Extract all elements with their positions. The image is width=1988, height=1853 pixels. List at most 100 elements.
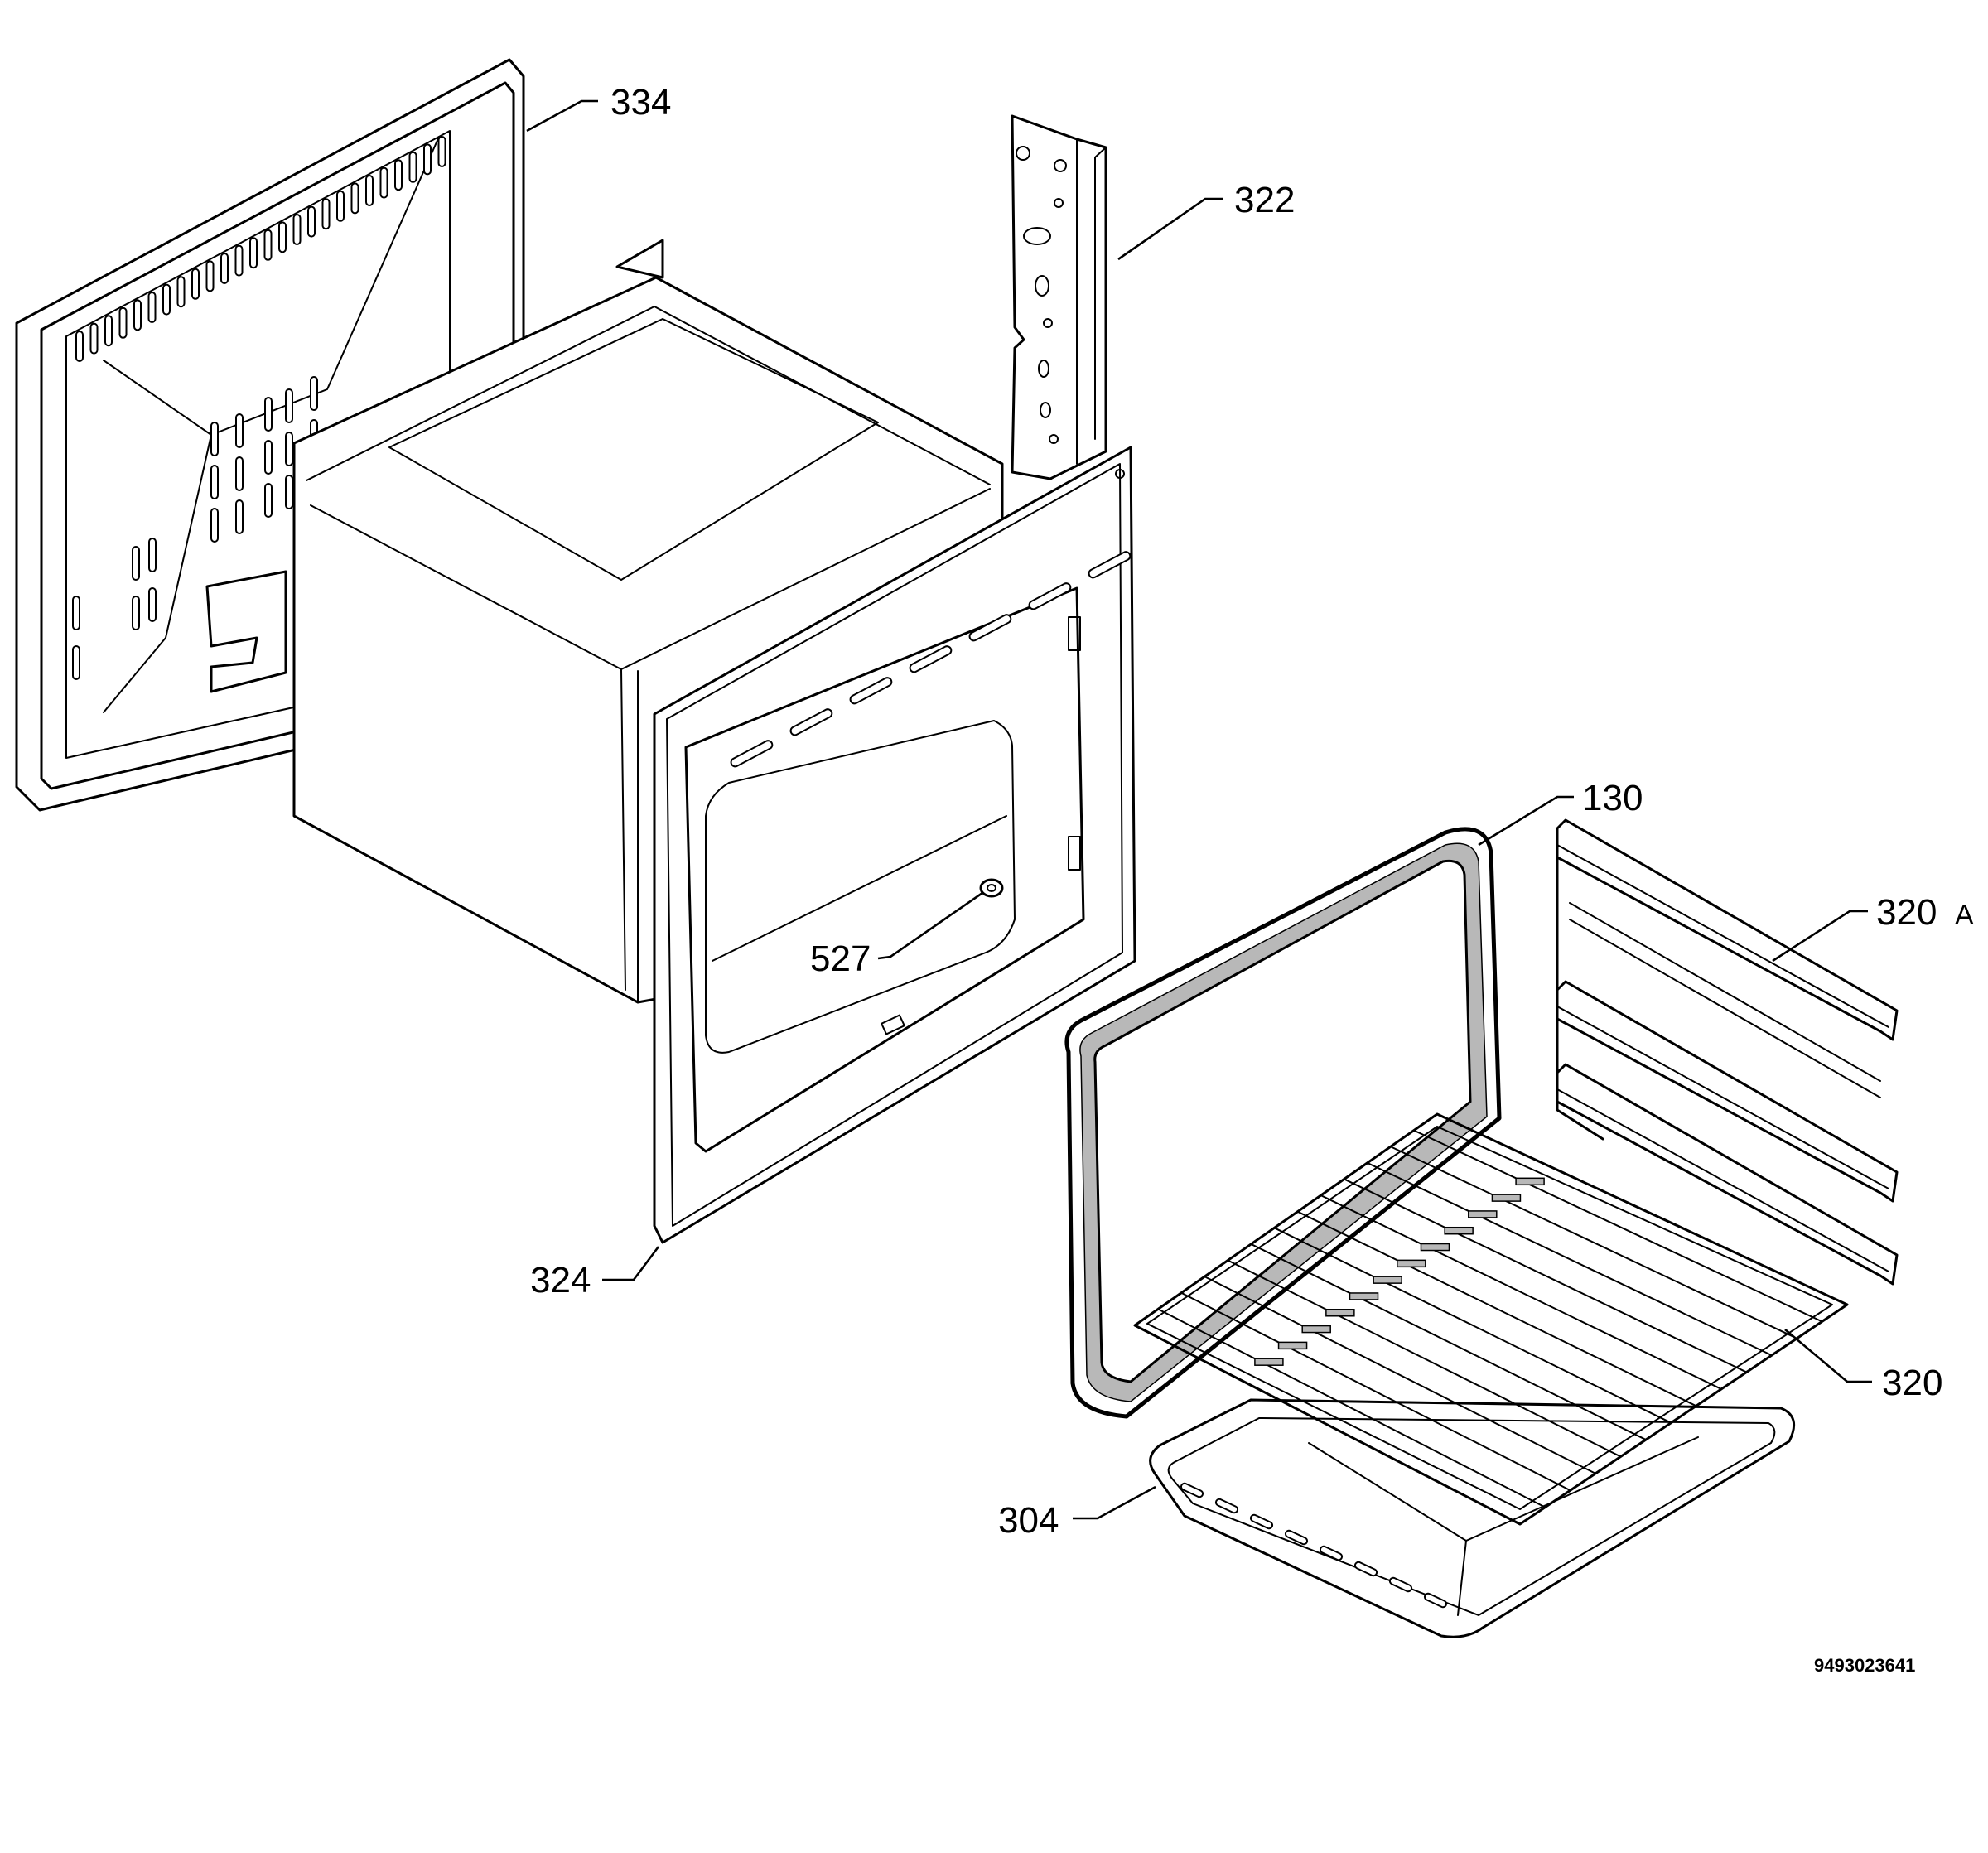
drip-tray-304 [1149, 1398, 1796, 1638]
vent-slot [285, 475, 293, 509]
vent-slot [210, 422, 219, 456]
vent-slot [176, 276, 186, 308]
leader-320 [1784, 1329, 1872, 1383]
rack-shade [1420, 1243, 1450, 1252]
vent-slot [75, 331, 84, 362]
rack-bar [1204, 1276, 1597, 1474]
rack-bar [1296, 1210, 1697, 1407]
vent-slot [72, 645, 80, 680]
vent-slot [72, 596, 80, 630]
rack-bar [1412, 1129, 1823, 1323]
guide-rail-edge [1556, 1006, 1889, 1189]
vent-slot [350, 182, 359, 215]
vent-slot [147, 292, 157, 323]
vent-slot [285, 388, 293, 423]
leader-322 [1117, 197, 1223, 261]
label-322: 322 [1234, 180, 1295, 220]
rack-shade [1325, 1309, 1355, 1317]
tray-slot [1319, 1545, 1344, 1561]
part-labels: 334 322 324 130 320 A 320 527 304 [530, 82, 1974, 1541]
front-frame-vent-slots [730, 551, 1132, 768]
rack-shade [1468, 1210, 1498, 1218]
vent-slot [365, 175, 374, 206]
rack-shade [1515, 1177, 1545, 1186]
vent-slot [394, 159, 403, 191]
rack-bar [1389, 1146, 1798, 1339]
tray-slot [1249, 1513, 1274, 1530]
vent-slot [1028, 582, 1072, 610]
clip-527 [877, 878, 1004, 960]
vent-slot [210, 465, 219, 499]
vent-slot [379, 166, 388, 199]
vent-slot [285, 432, 293, 466]
label-527: 527 [810, 939, 871, 979]
tray-slot [1214, 1498, 1239, 1514]
vent-slot [423, 143, 432, 176]
vent-slot [849, 677, 893, 705]
vent-slot [263, 229, 273, 261]
vent-slot [133, 299, 142, 331]
rack-bar [1250, 1243, 1647, 1441]
vent-slot [730, 740, 774, 768]
tray-slot [1388, 1576, 1413, 1593]
label-320A: 320 [1876, 892, 1937, 933]
vent-slot [132, 596, 140, 630]
label-130: 130 [1582, 778, 1643, 818]
guide-rail-edge [1556, 844, 1889, 1028]
rack-shade [1373, 1276, 1402, 1284]
vent-slot [162, 283, 171, 316]
guide-rail-wire [1569, 919, 1881, 1098]
tray-slot [1284, 1529, 1309, 1546]
vent-slot [249, 237, 258, 269]
vent-slot [408, 151, 417, 183]
rack-shade [1397, 1259, 1426, 1268]
vent-slot [310, 376, 318, 411]
wire-rack-bars [1157, 1129, 1823, 1508]
vent-slot [210, 508, 219, 543]
document-number: 9493023641 [1814, 1655, 1915, 1676]
vent-slot [118, 306, 128, 339]
vent-slot [132, 546, 140, 581]
leader-130 [1478, 795, 1574, 847]
vent-slot [336, 190, 345, 222]
guide-rail-edge [1556, 1088, 1889, 1272]
vent-slot [278, 221, 287, 253]
leader-320A [1772, 910, 1868, 963]
label-334: 334 [610, 82, 671, 123]
rack-shade [1491, 1194, 1522, 1202]
leader-lines [526, 99, 1872, 1520]
vent-slot [220, 253, 229, 284]
guide-rail-wire [1569, 902, 1881, 1082]
leader-304 [1073, 1485, 1156, 1520]
rack-bar [1273, 1227, 1672, 1424]
vent-slot [264, 483, 273, 518]
side-rail-322 [1011, 114, 1107, 480]
back-panel-vent-slots [72, 136, 446, 680]
vent-slot [205, 260, 215, 292]
vent-slot [89, 322, 99, 355]
door-seal-130 [1064, 827, 1502, 1419]
vent-slot [909, 645, 953, 673]
rack-bar [1180, 1291, 1571, 1492]
rack-bar [1366, 1161, 1773, 1357]
vent-slot [104, 315, 113, 347]
label-320A-suffix: A [1955, 900, 1974, 931]
wire-rack-320 [1133, 1112, 1849, 1526]
vent-slot [1088, 551, 1132, 579]
vent-slot [235, 499, 244, 534]
rack-bar [1227, 1259, 1622, 1458]
rack-bar [1157, 1308, 1546, 1508]
label-324: 324 [530, 1260, 591, 1300]
rack-bar [1320, 1194, 1723, 1390]
vent-slot [148, 587, 157, 622]
rack-shade [1444, 1226, 1474, 1235]
rack-shade [1301, 1325, 1331, 1334]
vent-slot [789, 708, 833, 736]
vent-slot [191, 268, 200, 300]
vent-slot [307, 205, 316, 238]
rack-shade [1277, 1341, 1308, 1350]
shelf-guide-rails [1556, 818, 1899, 1286]
vent-slot [234, 244, 244, 277]
shelf-guide-320A [1556, 818, 1899, 1286]
